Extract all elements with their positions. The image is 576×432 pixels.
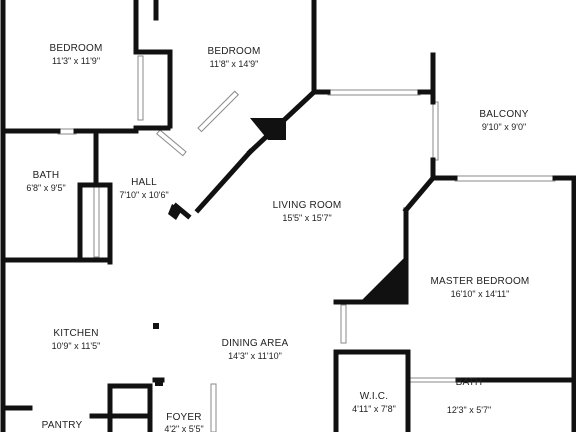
wall-hall-diag-lower (194, 148, 254, 214)
room-name-foyer: FOYER (166, 412, 201, 423)
room-dims-bath-2: 12'3" x 5'7" (447, 405, 491, 415)
opening-foyer (210, 383, 217, 432)
room-name-bath-1: BATH (33, 170, 60, 181)
opening-master-door (340, 304, 347, 344)
room-dims-hall: 7'10" x 10'6" (119, 190, 168, 200)
room-dims-master-bedroom: 16'10" x 14'11" (451, 289, 510, 299)
room-name-bedroom-2: BEDROOM (207, 46, 260, 57)
room-name-dining-area: DINING AREA (222, 338, 289, 349)
room-name-kitchen: KITCHEN (53, 328, 98, 339)
room-name-balcony: BALCONY (479, 109, 528, 120)
fill-master-corner (360, 258, 404, 302)
wall-fills (153, 118, 404, 386)
room-dims-foyer: 4'2" x 5'5" (164, 424, 203, 432)
fill-hall-jamb (168, 204, 182, 220)
wall-master-diag (402, 174, 437, 214)
room-dims-kitchen: 10'9" x 11'5" (52, 341, 101, 351)
room-name-bedroom-1: BEDROOM (49, 43, 102, 54)
room-name-hall: HALL (131, 177, 157, 188)
room-name-master-bedroom: MASTER BEDROOM (431, 276, 530, 287)
room-dims-balcony: 9'10" x 9'0" (482, 122, 526, 132)
room-dims-bedroom-2: 11'8" x 14'9" (210, 59, 259, 69)
fill-hall-corner (250, 118, 286, 140)
window-bedroom2-closet (137, 55, 144, 121)
opening-hall-diag (156, 129, 187, 157)
room-labels: BEDROOM 11'3" x 11'9" BEDROOM 11'8" x 14… (26, 43, 529, 432)
room-dims-wic: 4'11" x 7'8" (352, 404, 396, 414)
opening-corner-diag (197, 90, 240, 133)
room-name-living-room: LIVING ROOM (273, 200, 342, 211)
room-dims-living-room: 15'5" x 15'7" (282, 213, 331, 223)
room-dims-bath-1: 6'8" x 9'5" (26, 183, 65, 193)
fill-entry-post (155, 380, 163, 386)
room-dims-bedroom-1: 11'3" x 11'9" (52, 56, 100, 66)
room-name-bath-2: BATH (456, 377, 483, 388)
room-dims-dining-area: 14'3" x 11'10" (228, 351, 282, 361)
fill-column (153, 323, 159, 329)
room-name-wic: W.I.C. (360, 391, 388, 402)
room-name-pantry: PANTRY (42, 420, 83, 431)
